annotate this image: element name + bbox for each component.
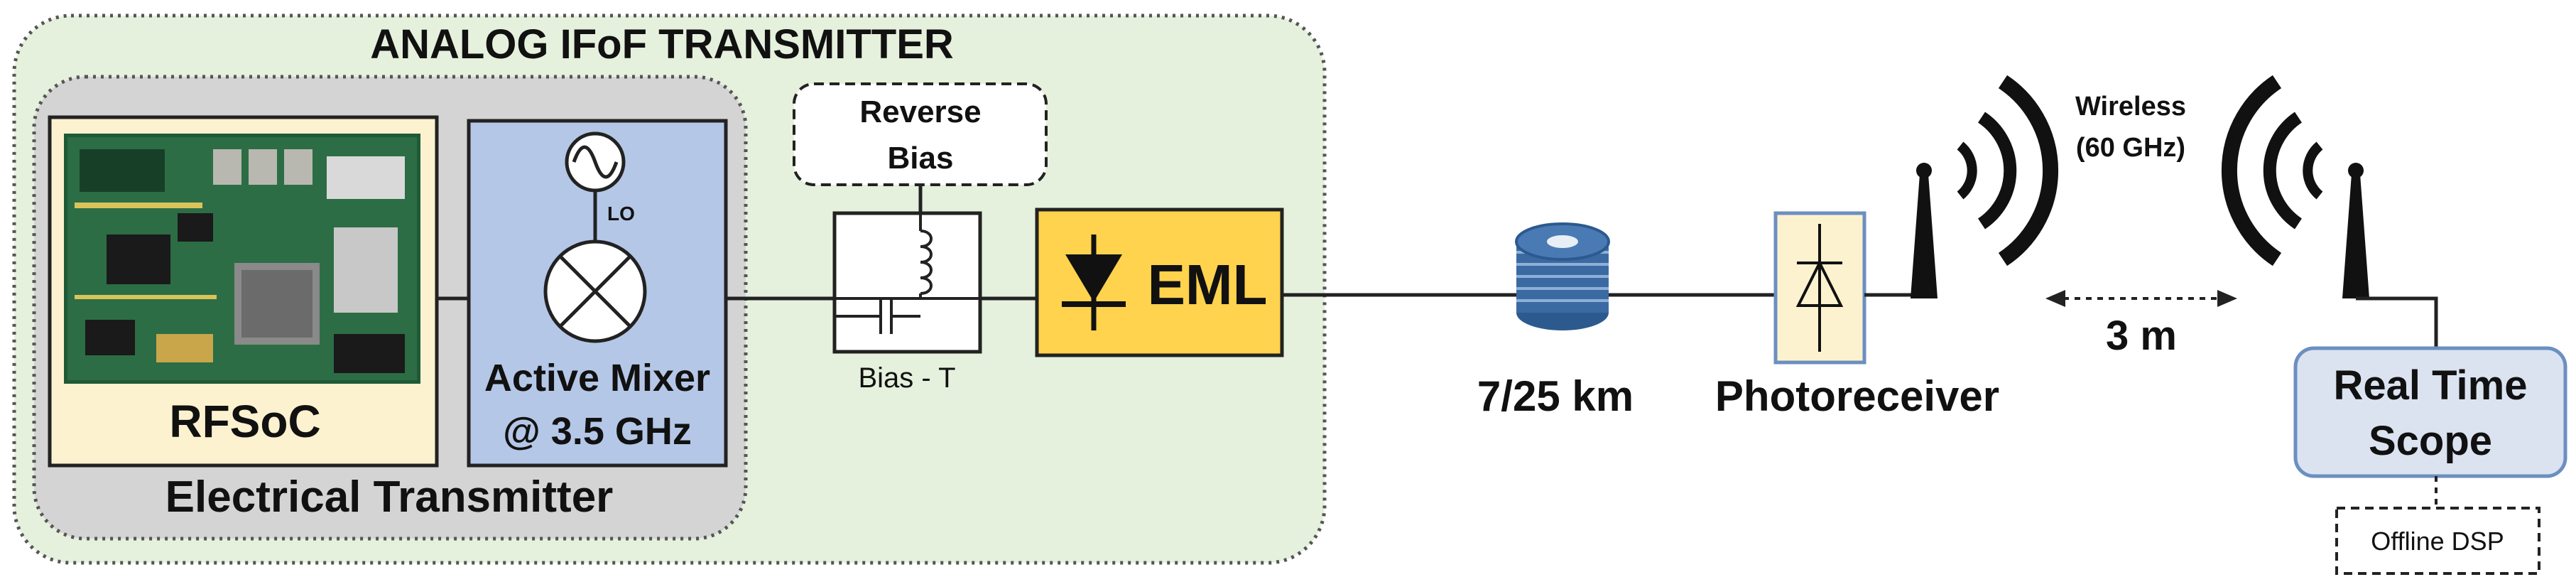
mixer-icon <box>543 239 647 343</box>
offline-dsp-box <box>2335 507 2540 575</box>
mixer-label-line2: @ 3.5 GHz <box>503 410 692 453</box>
wireless-label-line2: (60 GHz) <box>2076 133 2185 163</box>
reverse-bias-label-line2: Bias <box>888 141 954 176</box>
scope-label-line2: Scope <box>2369 418 2492 464</box>
rx-antenna-icon <box>2222 75 2369 298</box>
wireless-distance-label: 3 m <box>2106 313 2177 359</box>
real-time-scope-box <box>2293 346 2567 478</box>
electrical-transmitter-label: Electrical Transmitter <box>165 473 614 522</box>
rfsoc-label: RFSoC <box>169 396 320 447</box>
photoreceiver-label: Photoreceiver <box>1715 372 1999 420</box>
fiber-length-label: 7/25 km <box>1477 372 1634 420</box>
wireless-distance-arrow <box>2045 290 2237 307</box>
bias-t-box <box>832 211 982 354</box>
bias-t-capacitor-icon <box>835 298 920 334</box>
eml-label: EML <box>1148 253 1268 316</box>
lo-label: LO <box>607 203 635 225</box>
fiber-spool-icon <box>1515 222 1610 330</box>
offline-dsp-label: Offline DSP <box>2371 527 2504 556</box>
link-antenna-scope <box>2356 296 2438 348</box>
analog-transmitter-title: ANALOG IFoF TRANSMITTER <box>370 21 954 68</box>
mixer-label-line1: Active Mixer <box>484 357 710 399</box>
bias-t-label: Bias - T <box>858 362 955 394</box>
scope-label-line1: Real Time <box>2334 362 2528 409</box>
lo-oscillator-icon <box>565 131 626 193</box>
tx-antenna-icon <box>1911 75 2058 298</box>
laser-diode-icon <box>1062 235 1126 330</box>
photodiode-icon <box>1795 224 1844 352</box>
eml-box <box>1035 208 1284 357</box>
rfsoc-board-image <box>64 134 420 384</box>
reverse-bias-label-line1: Reverse <box>859 95 981 129</box>
wireless-label-line1: Wireless <box>2075 92 2186 122</box>
